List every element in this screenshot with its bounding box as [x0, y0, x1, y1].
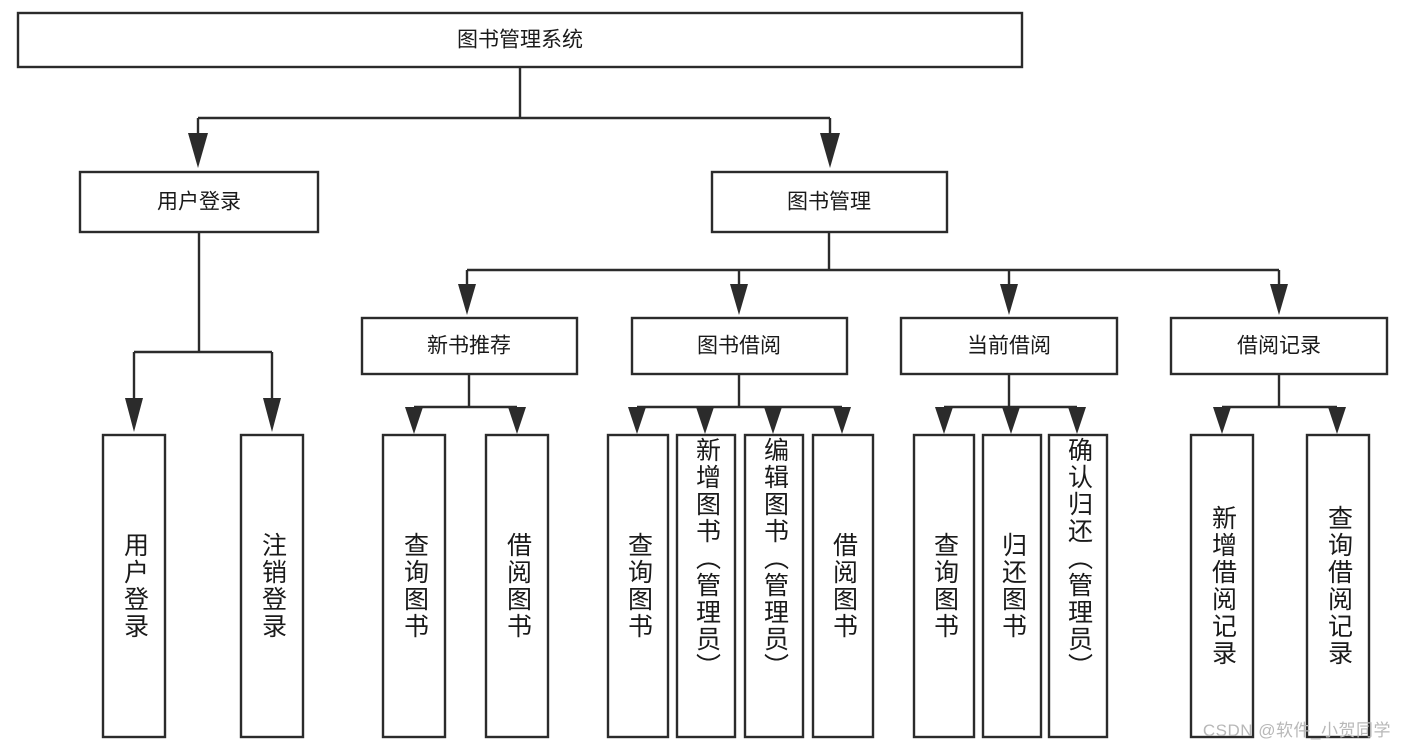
node-book-borrow: 图书借阅 — [630, 316, 849, 376]
arrow-to-leaf-borrow-book-1 — [508, 407, 526, 434]
root-label: 图书管理系统 — [457, 29, 583, 52]
arrow-to-leaf-user-login — [125, 398, 143, 432]
arrow-to-leaf-logout — [263, 398, 281, 432]
leaf-box-query-book-3 — [912, 433, 976, 739]
borrow-record-label: 借阅记录 — [1237, 335, 1321, 358]
node-new-book-recommend: 新书推荐 — [360, 316, 579, 376]
book-borrow-label: 图书借阅 — [697, 335, 781, 358]
leaf-box-edit-book — [743, 433, 805, 739]
book-manage-box — [710, 170, 949, 234]
book-manage-label: 图书管理 — [787, 191, 871, 214]
borrow-record-box — [1169, 316, 1389, 376]
arrow-to-leaf-return-book — [1002, 407, 1020, 434]
node-current-borrow: 当前借阅 — [899, 316, 1119, 376]
root-box — [16, 11, 1024, 69]
arrow-to-leaf-add-book — [696, 407, 714, 434]
arrow-to-book-borrow — [730, 284, 748, 315]
user-login-label: 用户登录 — [157, 191, 241, 214]
arrow-to-leaf-borrow-book-2 — [833, 407, 851, 434]
leaf-box-borrow-book-1 — [484, 433, 550, 739]
node-root-system: 图书管理系统 — [16, 11, 1024, 69]
node-book-manage: 图书管理 — [710, 170, 949, 234]
arrow-to-leaf-query-book-3 — [935, 407, 953, 434]
arrow-to-new-book-recommend — [458, 284, 476, 315]
arrow-to-leaf-query-book-1 — [405, 407, 423, 434]
node-user-login: 用户登录 — [78, 170, 320, 234]
leaf-box-add-book — [675, 433, 737, 739]
arrow-to-book-manage — [820, 133, 840, 168]
arrow-to-current-borrow — [1000, 284, 1018, 315]
leaf-box-add-record — [1189, 433, 1255, 739]
leaf-box-logout — [239, 433, 305, 739]
arrow-to-leaf-edit-book — [764, 407, 782, 434]
current-borrow-box — [899, 316, 1119, 376]
leaf-box-query-book-1 — [381, 433, 447, 739]
current-borrow-label: 当前借阅 — [967, 335, 1051, 358]
leaf-box-confirm-return — [1047, 433, 1109, 739]
arrow-to-leaf-query-record — [1328, 407, 1346, 434]
new-book-recommend-box — [360, 316, 579, 376]
book-borrow-box — [630, 316, 849, 376]
leaf-box-borrow-book-2 — [811, 433, 875, 739]
arrow-to-leaf-confirm-return — [1068, 407, 1086, 434]
arrow-to-leaf-query-book-2 — [628, 407, 646, 434]
leaf-box-return-book — [981, 433, 1043, 739]
leaf-box-query-record — [1305, 433, 1371, 739]
arrow-to-borrow-record — [1270, 284, 1288, 315]
arrow-to-leaf-add-record — [1213, 407, 1231, 434]
new-book-recommend-label: 新书推荐 — [427, 335, 511, 358]
leaf-box-user-login — [101, 433, 167, 739]
node-borrow-record: 借阅记录 — [1169, 316, 1389, 376]
arrow-to-user-login — [188, 133, 208, 168]
leaf-box-query-book-2 — [606, 433, 670, 739]
